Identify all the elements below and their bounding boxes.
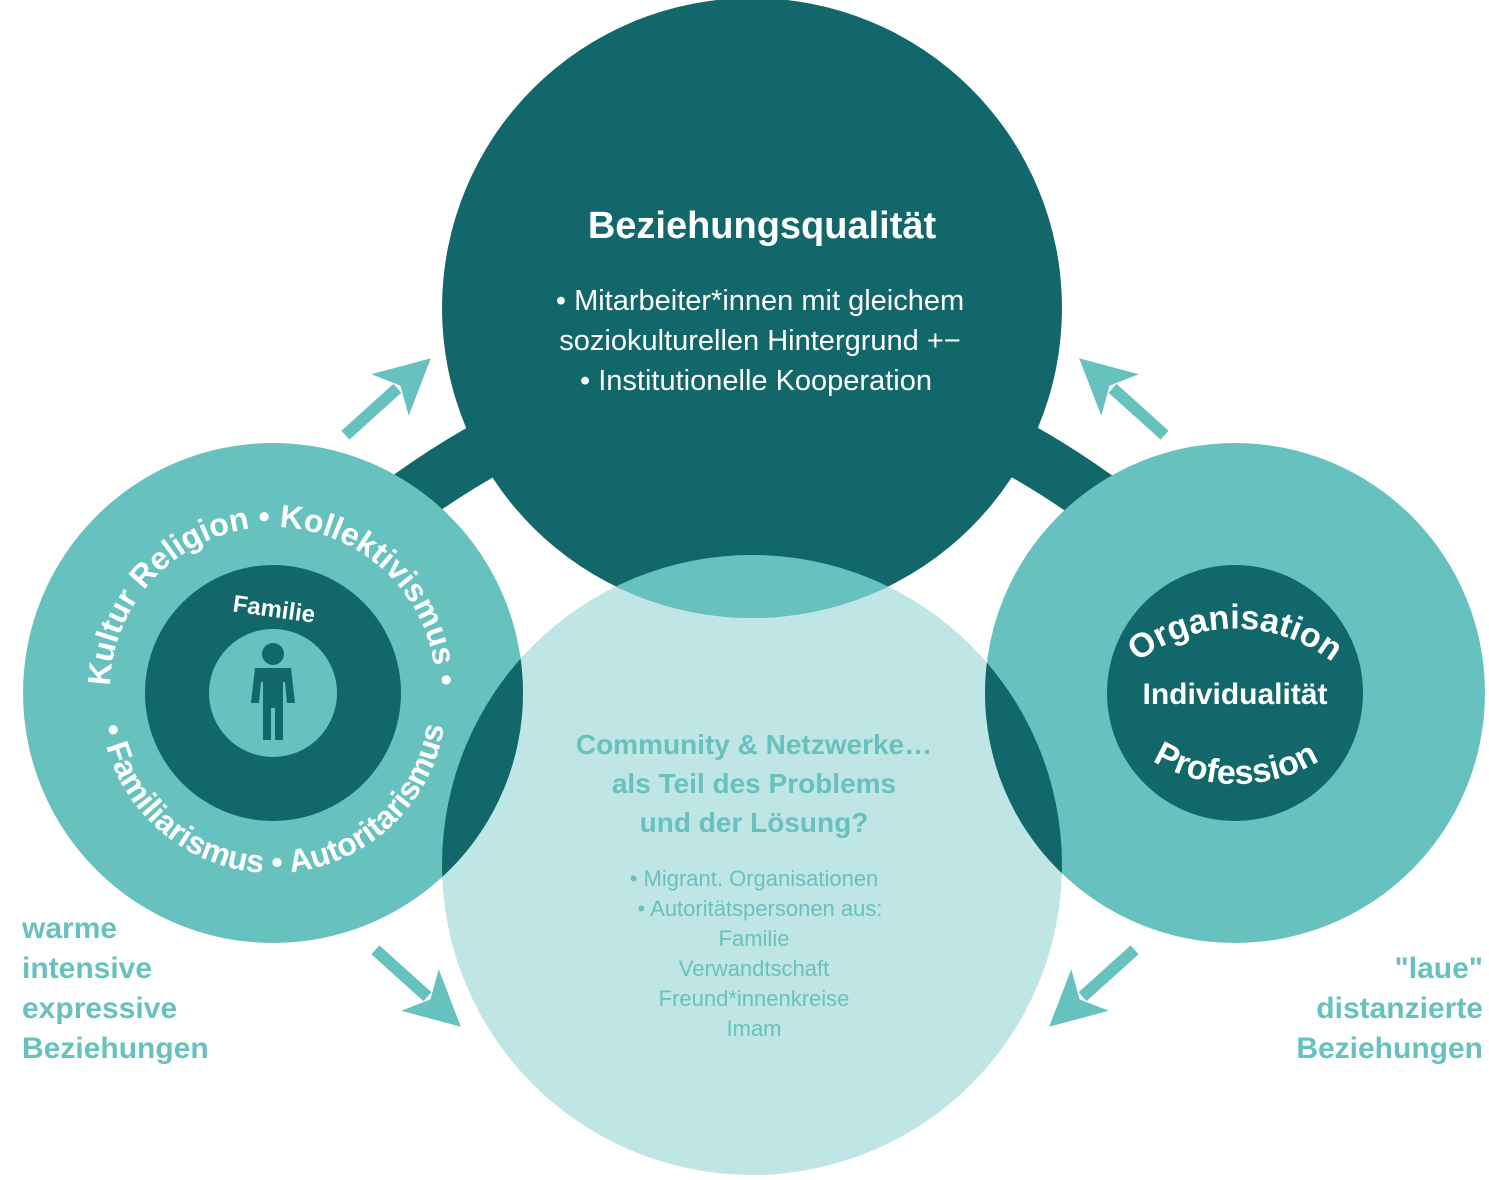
community-item-3: Familie — [719, 926, 790, 951]
top-circle — [442, 0, 1062, 618]
top-line-3: • Institutionelle Kooperation — [580, 365, 932, 397]
individualitaet-label: Individualität — [1142, 678, 1327, 711]
community-item-2: • Autoritätspersonen aus: — [638, 896, 883, 921]
right-caption-1: "laue" — [1395, 952, 1483, 985]
arrow-icon — [1079, 358, 1169, 440]
community-item-6: Imam — [727, 1016, 782, 1041]
arrow-icon — [1049, 945, 1139, 1027]
community-item-5: Freund*innenkreise — [659, 986, 850, 1011]
community-item-4: Verwandtschaft — [679, 956, 829, 981]
arrow-icon — [371, 945, 461, 1027]
left-caption-3: expressive — [22, 992, 177, 1025]
person-icon — [251, 643, 295, 740]
top-line-2: soziokulturellen Hintergrund +− — [559, 325, 960, 357]
right-caption-3: Beziehungen — [1296, 1032, 1483, 1065]
top-line-1: • Mitarbeiter*innen mit gleichem — [556, 285, 964, 317]
bottom-circle — [442, 555, 1062, 1175]
right-caption-2: distanzierte — [1316, 992, 1483, 1025]
community-item-1: • Migrant. Organisationen — [630, 866, 879, 891]
community-heading-1: Community & Netzwerke… — [576, 729, 932, 760]
left-caption-4: Beziehungen — [22, 1032, 209, 1065]
arrow-icon — [341, 358, 431, 440]
left-caption-1: warme — [21, 912, 117, 945]
top-title: Beziehungsqualität — [588, 205, 937, 247]
community-heading-2: als Teil des Problems — [612, 768, 896, 799]
right-inner-circle — [1107, 565, 1363, 821]
left-caption-2: intensive — [22, 952, 152, 985]
community-heading-3: und der Lösung? — [640, 807, 869, 838]
